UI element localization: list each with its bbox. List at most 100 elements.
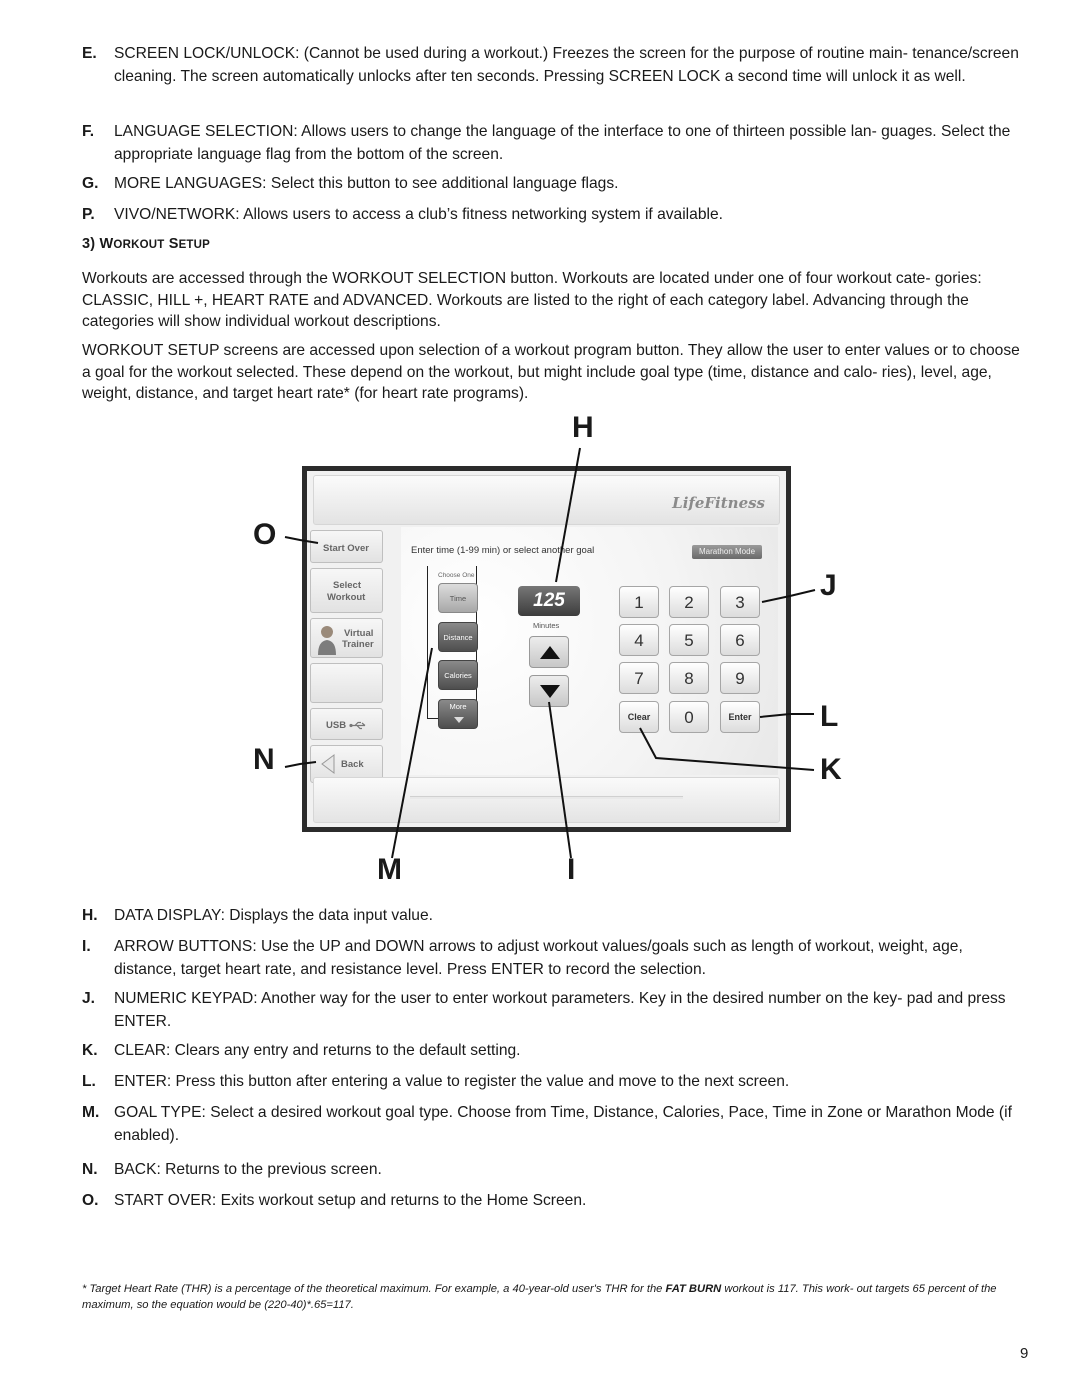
key-7[interactable]: 7	[619, 662, 659, 694]
back-arrow-icon	[321, 754, 335, 774]
back-button[interactable]: Back	[310, 745, 383, 783]
item-letter: G.	[82, 175, 99, 192]
callout-k: K	[820, 753, 842, 786]
leader-m	[391, 647, 433, 859]
item-letter: J.	[82, 990, 96, 1007]
goal-calories-button[interactable]: Calories	[438, 660, 478, 690]
usb-label: USB	[326, 720, 347, 731]
item-l: L. ENTER: Press this button after enterin…	[82, 1070, 1027, 1093]
item-text: GOAL TYPE: Select a desired workout goal…	[114, 1104, 1012, 1144]
item-e: E. SCREEN LOCK/UNLOCK: (Cannot be used du…	[82, 42, 1027, 88]
item-f: F. LANGUAGE SELECTION: Allows users to ch…	[82, 120, 1027, 166]
item-j: J.NUMERIC KEYPAD: Another way for the us…	[82, 987, 1027, 1033]
chevron-down-icon	[454, 717, 464, 723]
usb-button[interactable]: USB	[310, 708, 383, 740]
up-arrow-button[interactable]	[529, 636, 569, 668]
item-text: BACK: Returns to the previous screen.	[114, 1161, 382, 1178]
key-9[interactable]: 9	[720, 662, 760, 694]
paragraph-setup: WORKOUT SETUP screens are accessed upon …	[82, 342, 1020, 402]
trainer-avatar-icon	[318, 626, 336, 655]
arrow-down-icon	[540, 685, 560, 698]
leader-j	[761, 589, 816, 603]
page-number: 9	[1020, 1345, 1029, 1362]
item-letter: M.	[82, 1104, 100, 1121]
key-0[interactable]: 0	[669, 701, 709, 733]
select-workout-button[interactable]: Select Workout	[310, 568, 383, 613]
item-i: I. ARROW BUTTONS: Use the UP and DOWN arr…	[82, 935, 1027, 981]
callout-h: H	[572, 411, 594, 444]
sidebar-empty-button[interactable]	[310, 663, 383, 703]
goal-time-button[interactable]: Time	[438, 583, 478, 613]
display-unit-label: Minutes	[533, 621, 560, 630]
trainer-label: Trainer	[342, 639, 374, 650]
callout-m: M	[377, 853, 402, 886]
item-h: H.DATA DISPLAY: Displays the data input …	[82, 904, 1027, 927]
goal-distance-button[interactable]: Distance	[438, 622, 478, 652]
select-label: Select	[333, 580, 361, 591]
life-fitness-logo: LifeFitness	[672, 494, 765, 512]
bottombar-divider	[410, 796, 683, 799]
item-text: ENTER: Press this button after entering …	[114, 1073, 790, 1090]
callout-o: O	[253, 518, 277, 551]
usb-icon	[349, 721, 366, 730]
workout-label: Workout	[327, 592, 366, 603]
key-5[interactable]: 5	[669, 624, 709, 656]
item-text: SCREEN LOCK/UNLOCK: (Cannot be used duri…	[114, 45, 1019, 85]
item-text: ARROW BUTTONS: Use the UP and DOWN arrow…	[114, 938, 963, 978]
item-letter: E.	[82, 45, 97, 62]
item-letter: H.	[82, 907, 98, 924]
data-display: 125	[518, 586, 580, 616]
start-over-label: Start Over	[323, 543, 369, 554]
choose-one-label: Choose One	[438, 572, 475, 579]
start-over-button[interactable]: Start Over	[310, 530, 383, 563]
leader-o	[284, 536, 319, 544]
key-3[interactable]: 3	[720, 586, 760, 618]
goal-more-button[interactable]: More	[438, 699, 478, 729]
leader-i	[548, 701, 572, 859]
item-letter: O.	[82, 1192, 99, 1209]
callout-n: N	[253, 743, 275, 776]
section-heading: 3) WORKOUT SETUP	[82, 236, 211, 252]
enter-button[interactable]: Enter	[720, 701, 760, 733]
item-letter: I.	[82, 938, 91, 955]
more-label: More	[449, 702, 467, 711]
item-text: VIVO/NETWORK: Allows users to access a c…	[114, 206, 723, 223]
screen-inner: LifeFitness Start Over Select Workout Vi…	[307, 471, 786, 827]
paragraph-workouts: Workouts are accessed through the WORKOU…	[82, 270, 982, 330]
item-p: P. VIVO/NETWORK: Allows users to access a…	[82, 203, 1027, 226]
key-2[interactable]: 2	[669, 586, 709, 618]
item-letter: F.	[82, 123, 95, 140]
clear-button[interactable]: Clear	[619, 701, 659, 733]
item-text: MORE LANGUAGES: Select this button to se…	[114, 175, 619, 192]
screen-topbar: LifeFitness	[313, 475, 780, 525]
item-m: M. GOAL TYPE: Select a desired workout go…	[82, 1101, 1027, 1147]
key-6[interactable]: 6	[720, 624, 760, 656]
callout-j: J	[820, 569, 837, 602]
item-text: LANGUAGE SELECTION: Allows users to chan…	[114, 123, 1011, 163]
item-k: K. CLEAR: Clears any entry and returns to…	[82, 1039, 1027, 1062]
arrow-up-icon	[540, 646, 560, 659]
item-letter: K.	[82, 1042, 98, 1059]
back-label: Back	[341, 759, 364, 770]
virtual-trainer-button[interactable]: Virtual Trainer	[310, 618, 383, 658]
callout-l: L	[820, 700, 839, 733]
leader-n	[284, 761, 317, 768]
item-o: O. START OVER: Exits workout setup and re…	[82, 1189, 1027, 1212]
key-8[interactable]: 8	[669, 662, 709, 694]
item-letter: P.	[82, 206, 95, 223]
screen-bottombar	[313, 777, 780, 823]
down-arrow-button[interactable]	[529, 675, 569, 707]
marathon-mode-button[interactable]: Marathon Mode	[692, 545, 762, 559]
item-letter: L.	[82, 1073, 96, 1090]
footnote: * Target Heart Rate (THR) is a percentag…	[82, 1283, 997, 1311]
item-text: CLEAR: Clears any entry and returns to t…	[114, 1042, 521, 1059]
key-1[interactable]: 1	[619, 586, 659, 618]
item-text: START OVER: Exits workout setup and retu…	[114, 1192, 587, 1209]
virtual-label: Virtual	[344, 628, 374, 639]
key-4[interactable]: 4	[619, 624, 659, 656]
item-n: N.BACK: Returns to the previous screen.	[82, 1158, 1027, 1181]
leader-k	[639, 727, 815, 771]
callout-i: I	[567, 853, 576, 886]
leader-l	[759, 713, 814, 718]
